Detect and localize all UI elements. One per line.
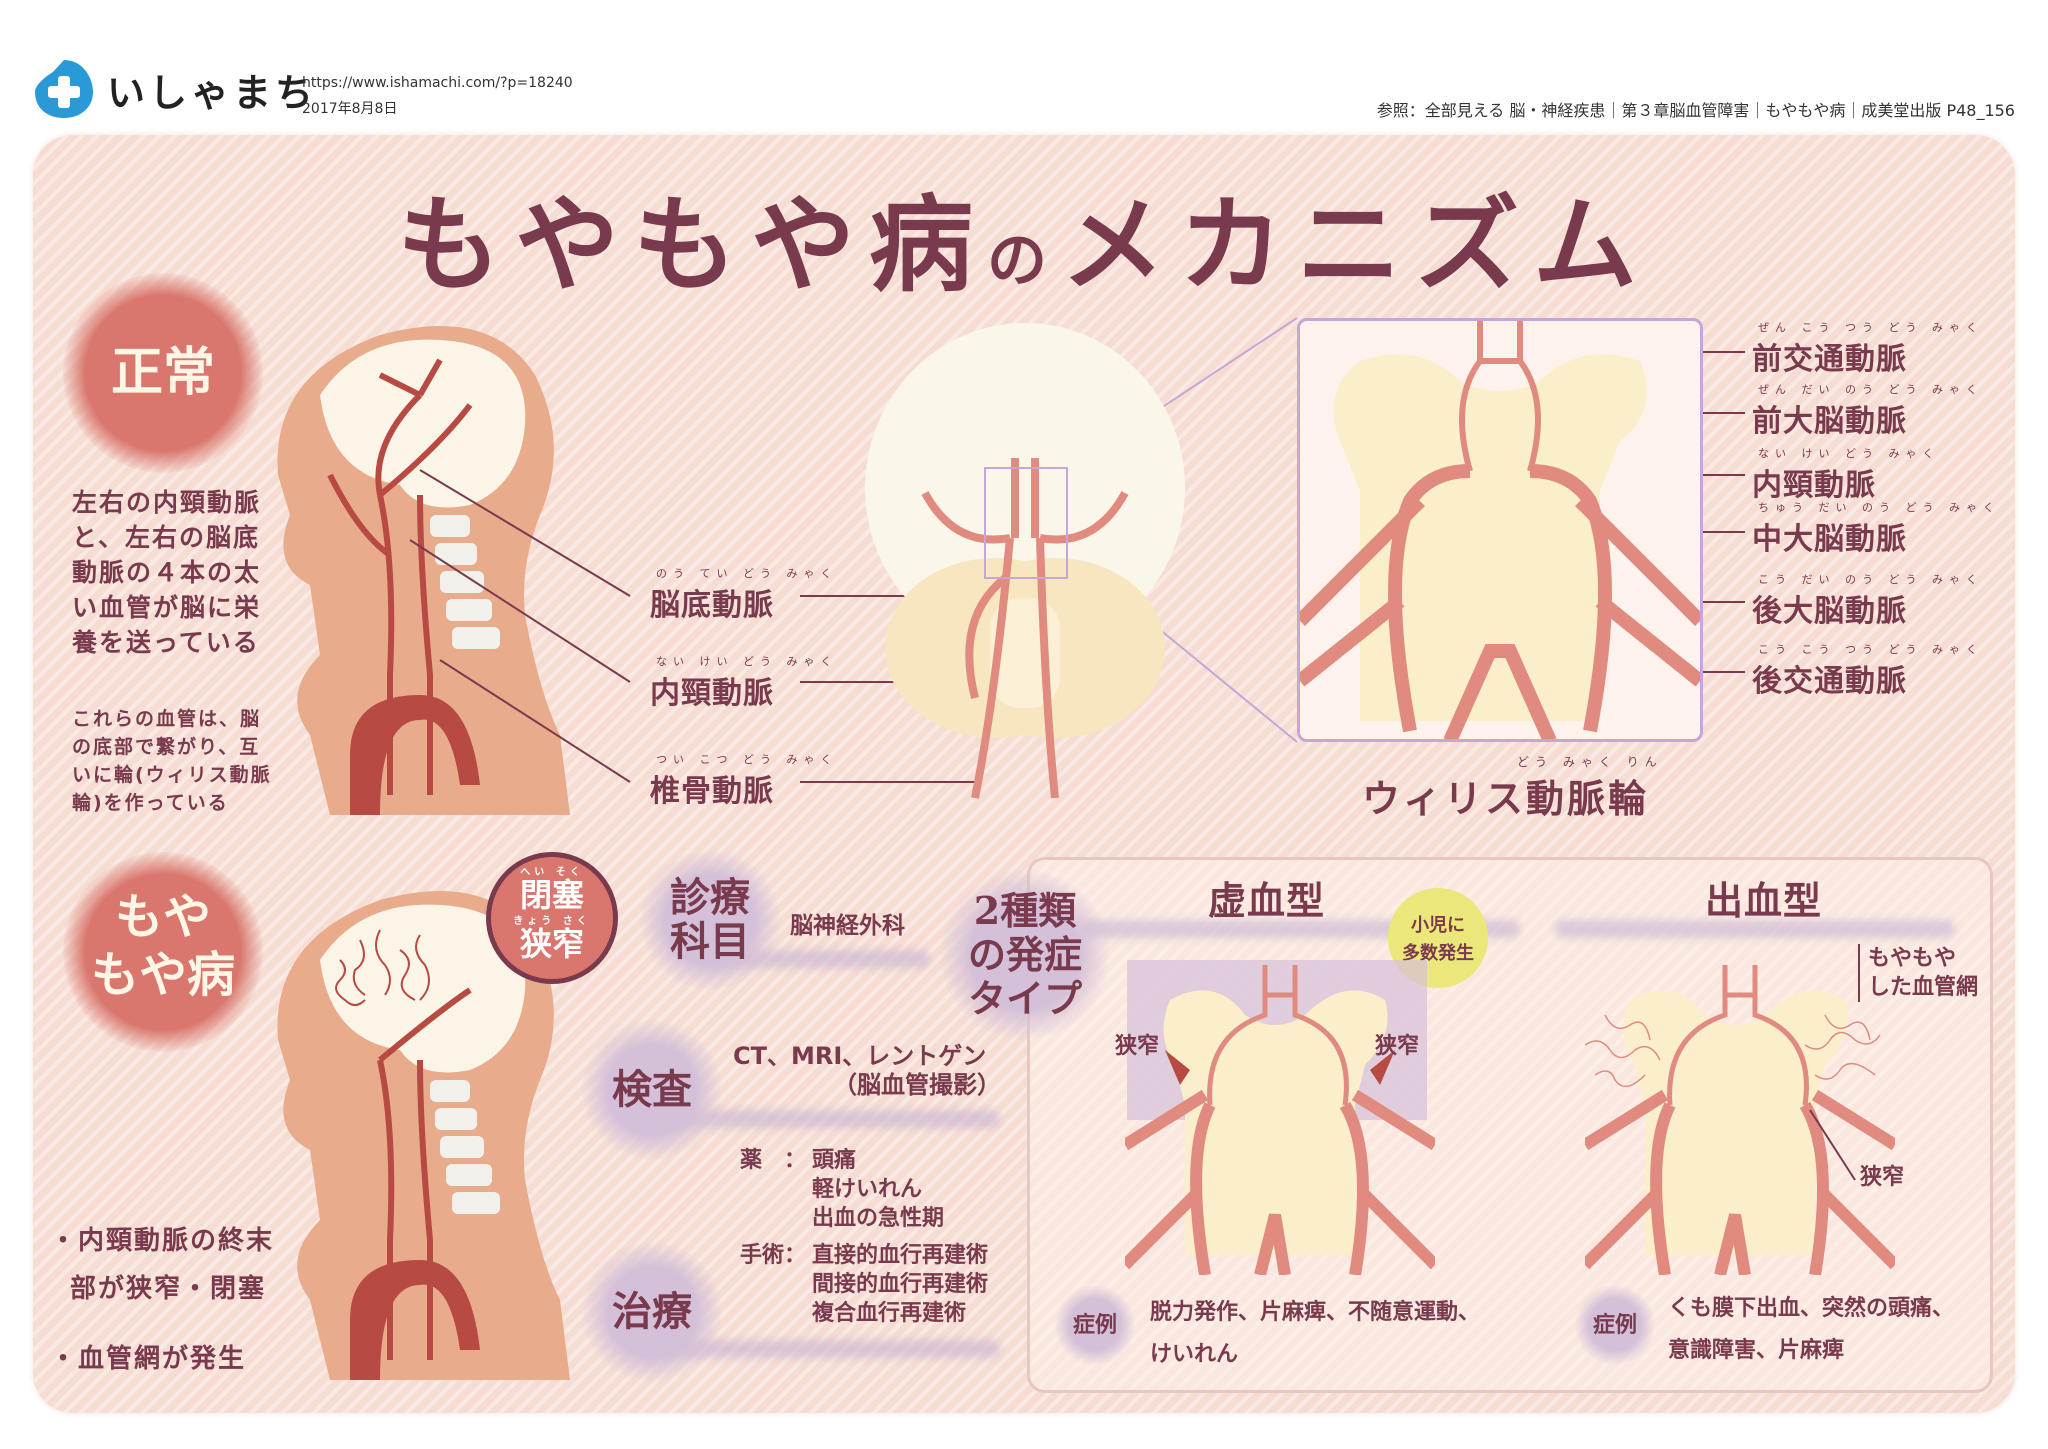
label-basilar-artery: のう てい どう みゃく脳底動脈 [650, 567, 838, 624]
ischemic-cases: 脱力発作、片麻痺、不随意運動、けいれん [1150, 1300, 1481, 1367]
moyamoya-network-label: もやもやした血管網 [1858, 944, 1978, 1002]
logo-text: いしゃまち [107, 70, 318, 115]
hemorrhagic-title: 出血型 [1705, 878, 1823, 923]
hemorrhagic-cases: くも膜下出血、突然の頭痛、意識障害、片麻痺 [1668, 1296, 1955, 1363]
moyamoya-points: ・内頸動脈の終末部が狭窄・閉塞・血管網が発生 [50, 1226, 275, 1374]
hemorrhagic-bar [1555, 920, 1955, 938]
normal-artery-labels: のう てい どう みゃく脳底動脈 ない けい どう みゃく内頸動脈 つい こつ … [650, 568, 838, 810]
ischemic-case-label: 症例 [1055, 1285, 1135, 1365]
moyamoya-badge: もやもや病 [63, 852, 263, 1052]
label-posterior-cerebral: こう だい のう どう みゃく後大脳動脈 [1752, 573, 1983, 630]
publish-date: 2017年8月8日 [302, 101, 398, 117]
treat-label: 治療 [582, 1242, 722, 1382]
brain-base-illustration [865, 323, 1185, 799]
willis-caption: どう みゃく りんウィリス動脈輪 [1362, 755, 1663, 821]
page-title: もやもや病のメカニズム [396, 183, 1652, 306]
hemorrhagic-illustration [1585, 965, 1895, 1275]
normal-description-2: これらの血管は、脳の底部で繋がり、互いに輪(ウィリス動脈輪)を作っている [72, 708, 272, 814]
dept-value: 脳神経外科 [790, 913, 905, 939]
label-anterior-communicating: ぜん こう つう どう みゃく前交通動脈 [1752, 321, 1983, 378]
label-middle-cerebral: ちゅう だい のう どう みゃく中大脳動脈 [1752, 501, 2000, 558]
label-internal-carotid-willis: ない けい どう みゃく内頸動脈 [1752, 447, 1940, 504]
treatment-details: 薬 ：頭痛軽けいれん出血の急性期 手術：直接的血行再建術間接的血行再建術複合血行… [740, 1148, 989, 1326]
moyamoya-head-illustration [277, 891, 570, 1380]
logo-cross-icon [35, 60, 93, 118]
exam-value: CT、MRI、レントゲン（脳血管撮影） [733, 1042, 1001, 1099]
types-label: 2種類の発症タイプ [940, 870, 1110, 1040]
hemorrhagic-case-label: 症例 [1575, 1285, 1655, 1365]
normal-badge: 正常 [63, 273, 263, 473]
label-vertebral-artery: つい こつ どう みゃく椎骨動脈 [650, 753, 838, 810]
willis-circle-illustration [1300, 321, 1700, 739]
ischemic-stenosis-right: 狭窄 [1375, 1034, 1420, 1059]
ischemic-title: 虚血型 [1208, 878, 1326, 923]
source-url[interactable]: https://www.ishamachi.com/?p=18240 [302, 75, 573, 91]
normal-description: 左右の内頸動脈と、左右の脳底動脈の４本の太い血管が脳に栄養を送っている [72, 488, 262, 657]
hemorrhagic-stenosis: 狭窄 [1860, 1165, 1905, 1190]
normal-head-illustration [277, 326, 570, 815]
reference-text: 参照：全部見える 脳・神経疾患｜第３章脳血管障害｜もやもや病｜成美堂出版 P48… [1376, 101, 2015, 120]
label-posterior-communicating: こう こう つう どう みゃく後交通動脈 [1752, 643, 1983, 700]
exam-label: 検査 [582, 1020, 722, 1160]
willis-labels: ぜん こう つう どう みゃく前交通動脈 ぜん だい のう どう みゃく前大脳動… [1752, 322, 2000, 700]
willis-circle-box [1297, 318, 1703, 742]
occlusion-stenosis-badge: へい そく 閉塞 きょう さく 狭窄 [486, 852, 618, 984]
dept-label: 診療科目 [640, 850, 780, 990]
exam-bar [640, 1110, 1000, 1128]
ischemic-stenosis-left: 狭窄 [1115, 1034, 1160, 1059]
logo[interactable]: いしゃまち [33, 58, 317, 120]
label-internal-carotid: ない けい どう みゃく内頸動脈 [650, 655, 838, 712]
ischemic-illustration [1125, 960, 1435, 1275]
label-anterior-cerebral: ぜん だい のう どう みゃく前大脳動脈 [1752, 383, 1983, 440]
treat-bar [640, 1340, 1000, 1358]
